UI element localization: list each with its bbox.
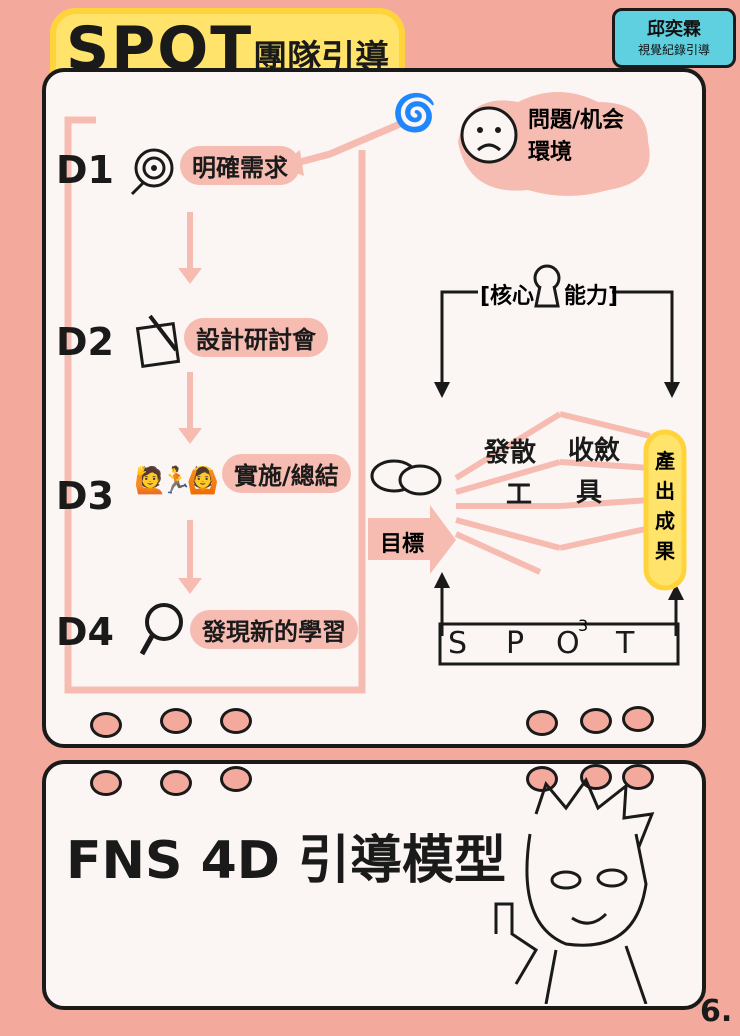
spot-sup: 3 (578, 616, 589, 635)
people-icon: 🙋🏃🙆 (134, 466, 219, 496)
sad-face-icon (460, 106, 518, 164)
problem-text-1: 問題/机会 (528, 108, 625, 133)
step-d3-label: D3 (56, 474, 114, 518)
core-left: [核心 (480, 284, 535, 309)
step-d1-label: D1 (56, 148, 114, 192)
convergent-1: 收斂 (568, 436, 621, 466)
binder-ring (526, 766, 558, 792)
spot-o: O (556, 626, 580, 661)
binder-ring (526, 710, 558, 736)
goal-label: 目標 (380, 532, 425, 557)
divergent-1: 發散 (484, 438, 537, 468)
character-illustration (494, 776, 655, 1004)
result-label: 產出成果 (655, 449, 675, 563)
tornado-icon: 🌀 (392, 93, 437, 134)
author-bubble: 邱奕霖 視覺紀錄引導 (612, 8, 736, 68)
binder-ring (90, 712, 122, 738)
chat-bubbles-icon (370, 459, 442, 496)
page-number: 6. (700, 994, 733, 1029)
convergent-2: 具 (576, 478, 603, 508)
step-d4-text: 發現新的學習 (190, 610, 358, 649)
binder-ring (220, 766, 252, 792)
binder-ring (622, 764, 654, 790)
target-icon (130, 148, 174, 196)
model-title: FNS 4D 引導模型 (66, 831, 507, 891)
problem-text-2: 環境 (528, 140, 573, 165)
step-d2-text: 設計研討會 (184, 318, 328, 357)
binder-ring (90, 770, 122, 796)
binder-ring (622, 706, 654, 732)
step-d2-label: D2 (56, 320, 114, 364)
binder-ring (580, 764, 612, 790)
magnifier-icon (139, 603, 183, 656)
author-role: 視覺紀錄引導 (637, 43, 710, 57)
spot-s: S (448, 626, 468, 661)
step-d3-text: 實施/總結 (222, 454, 351, 493)
binder-ring (580, 708, 612, 734)
binder-ring (160, 770, 192, 796)
keyhole-icon (533, 264, 561, 308)
binder-ring (160, 708, 192, 734)
spot-t: T (616, 626, 635, 661)
core-right: 能力] (564, 284, 619, 309)
notepad-icon (135, 314, 181, 369)
step-d4-label: D4 (56, 610, 114, 654)
binder-ring (220, 708, 252, 734)
spot-p: P (506, 626, 525, 661)
author-name: 邱奕霖 (647, 19, 701, 40)
step-d1-text: 明確需求 (180, 146, 300, 185)
divergent-2: 工 (506, 480, 533, 510)
